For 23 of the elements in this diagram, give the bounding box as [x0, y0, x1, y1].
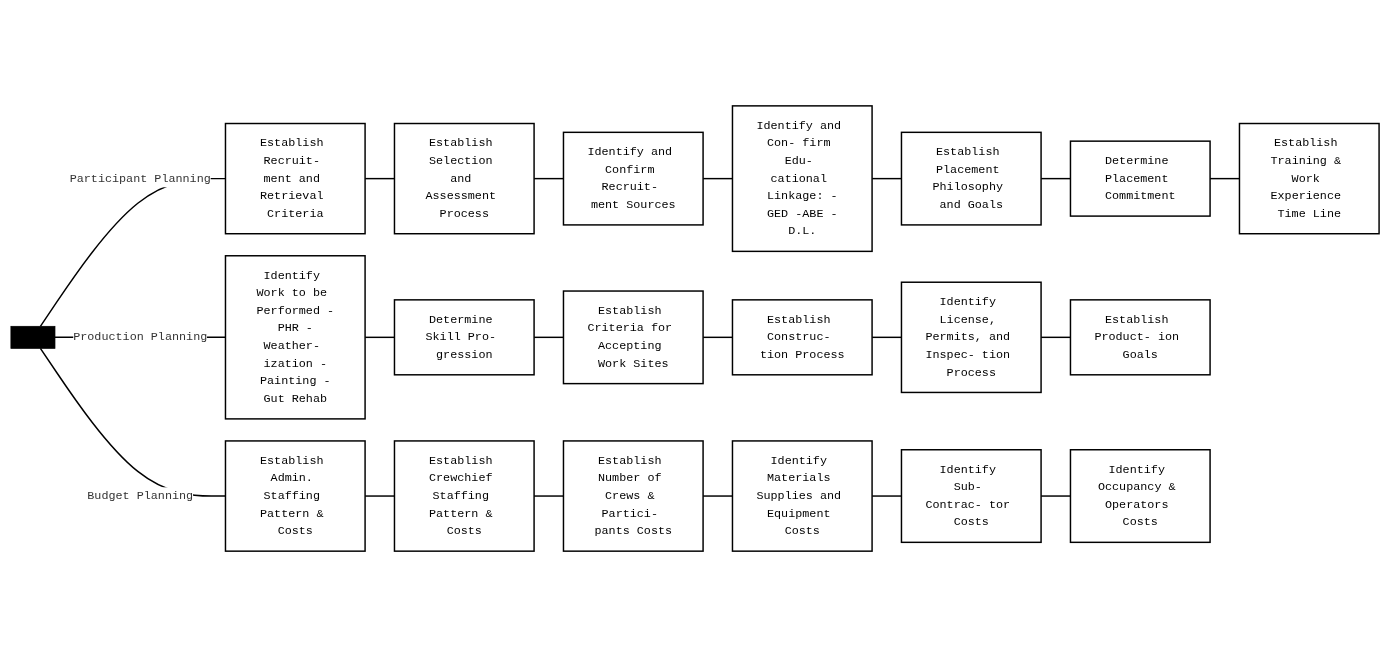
- edge-label: Production Planning: [73, 330, 208, 344]
- node-box: Identify and Confirm Recruit- ment Sources: [562, 131, 704, 226]
- edge-label: Budget Planning: [87, 489, 194, 503]
- node-box: Establish Number of Crews & Partici- pants Costs: [562, 440, 704, 552]
- node-box: Establish Placement Philosophy and Goals: [900, 131, 1042, 226]
- node-box: Establish Recruit- ment and Retrieval Criteria: [224, 122, 366, 235]
- node-box: Identify Materials Supplies and Equipment Costs: [731, 440, 873, 552]
- node-box: Establish Crewchief Staffing Pattern & Costs: [393, 440, 535, 552]
- node-box: Identify Sub- Contrac- tor Costs: [900, 449, 1042, 544]
- node-box: Identify License, Permits, and Inspec- tion Process: [900, 281, 1042, 394]
- node-box: Establish Product- ion Goals: [1069, 299, 1211, 376]
- node-box: Establish Construc- tion Process: [731, 299, 873, 376]
- node-box: Establish Training & Work Experience Time Line: [1238, 122, 1380, 235]
- node-box: Identify and Con- firm Edu- cational Linkage: -GED -ABE -D.L.: [731, 105, 873, 253]
- edge-label: Participant Planning: [69, 171, 211, 186]
- node-box: Identify Work to be Performed -PHR -Weather- ization -Painting -Gut Rehab: [224, 255, 366, 420]
- node-box: Establish Criteria for Accepting Work Sites: [562, 290, 704, 385]
- node-box: Determine Skill Pro- gression: [393, 299, 535, 376]
- node-box: Determine Placement Commitment: [1069, 140, 1211, 217]
- node-box: Establish Admin. Staffing Pattern & Costs: [224, 440, 366, 552]
- node-box: Establish Selection and Assessment Process: [393, 122, 535, 235]
- node-bar: [10, 325, 56, 349]
- node-box: Identify Occupancy & Operators Costs: [1069, 449, 1211, 544]
